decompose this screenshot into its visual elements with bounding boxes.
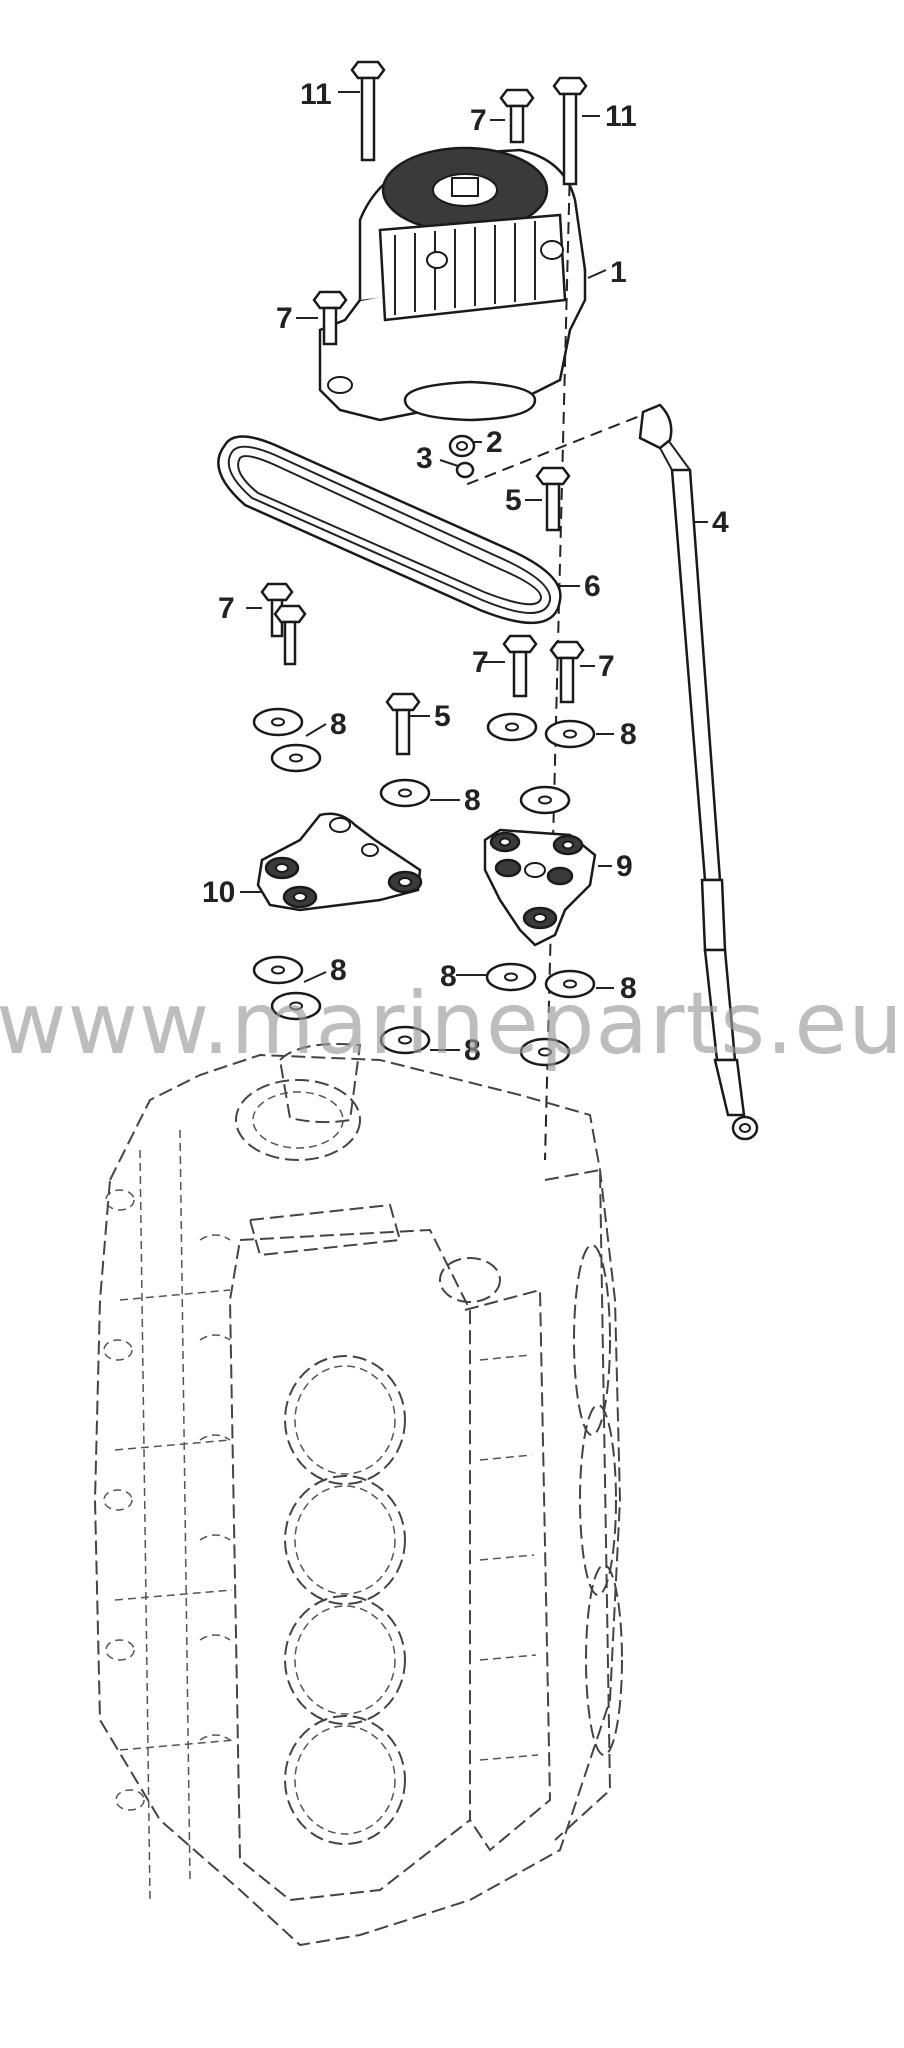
bolt-7-mid bbox=[502, 634, 538, 698]
callout-7-left: 7 bbox=[218, 592, 235, 625]
washers-8 bbox=[252, 707, 596, 1067]
watermark-text: www.marineparts.eu bbox=[0, 974, 904, 1074]
bolt-11-right bbox=[552, 76, 588, 186]
callout-7-mid: 7 bbox=[472, 646, 489, 679]
bolt-11-left bbox=[350, 60, 386, 162]
bolt-5-upper bbox=[535, 466, 571, 532]
callout-6: 6 bbox=[584, 570, 601, 603]
bolt-7-right bbox=[549, 640, 585, 704]
callout-7-side: 7 bbox=[276, 302, 293, 335]
callout-7-right: 7 bbox=[598, 650, 615, 683]
bolt-7-left-pair bbox=[260, 582, 307, 666]
bracket-10 bbox=[256, 812, 423, 912]
bracket-9 bbox=[483, 828, 597, 947]
callout-labels: 11 11 7 1 7 2 3 5 4 6 7 7 7 5 8 8 8 9 10… bbox=[202, 78, 729, 1067]
ground-cable bbox=[638, 403, 759, 1141]
callout-8-a: 8 bbox=[330, 708, 347, 741]
callout-8-e: 8 bbox=[440, 960, 457, 993]
callout-5-upper: 5 bbox=[505, 484, 522, 517]
leader-lines bbox=[240, 91, 708, 1051]
callout-7-top: 7 bbox=[470, 104, 487, 137]
callout-4: 4 bbox=[712, 506, 729, 539]
drive-belt bbox=[217, 435, 562, 625]
alignment-line bbox=[544, 164, 571, 1161]
callout-8-d: 8 bbox=[330, 954, 347, 987]
callout-8-f: 8 bbox=[620, 972, 637, 1005]
callout-8-b: 8 bbox=[620, 718, 637, 751]
callout-8-c: 8 bbox=[464, 784, 481, 817]
callout-8-g: 8 bbox=[464, 1034, 481, 1067]
engine-block-phantom bbox=[93, 1043, 623, 1947]
alternator bbox=[318, 146, 587, 422]
bolt-7-top bbox=[499, 88, 535, 144]
callout-11-right: 11 bbox=[605, 100, 637, 133]
callout-9: 9 bbox=[616, 850, 633, 883]
nut-3 bbox=[455, 461, 475, 479]
callout-1: 1 bbox=[610, 256, 627, 289]
callout-5-lower: 5 bbox=[434, 700, 451, 733]
callout-10: 10 bbox=[202, 876, 235, 909]
washer-2 bbox=[448, 434, 476, 458]
bolt-5-lower bbox=[385, 692, 421, 756]
callout-3: 3 bbox=[416, 442, 433, 475]
callout-11-left: 11 bbox=[300, 78, 332, 111]
alignment-line bbox=[464, 409, 656, 486]
callout-2: 2 bbox=[486, 426, 503, 459]
bolt-7-side bbox=[312, 290, 348, 346]
